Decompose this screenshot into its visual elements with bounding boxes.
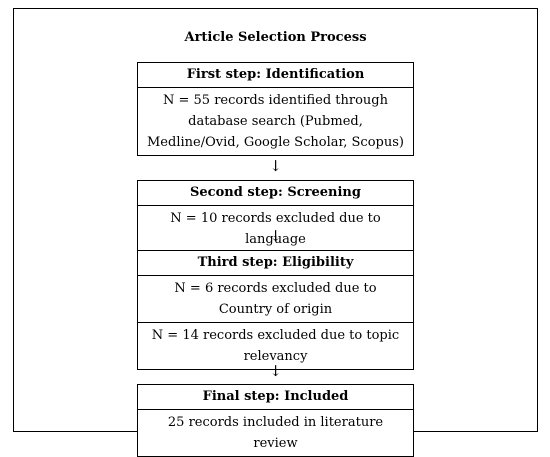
- step-identification-heading: First step: Identification: [138, 63, 413, 88]
- step-identification-text: N = 55 records identified through databa…: [147, 93, 404, 150]
- step-included-heading: Final step: Included: [138, 385, 413, 410]
- down-arrow-icon: ↓: [269, 362, 282, 380]
- down-arrow-icon: ↓: [269, 227, 282, 245]
- step-eligibility-heading: Third step: Eligibility: [138, 251, 413, 276]
- step-eligibility-box: Third step: Eligibility N = 6 records ex…: [137, 250, 414, 370]
- step-identification-box: First step: Identification N = 55 record…: [137, 62, 414, 156]
- step-included-text: 25 records included in literature review: [167, 415, 384, 451]
- step-screening-heading: Second step: Screening: [138, 181, 413, 206]
- down-arrow-icon: ↓: [269, 157, 282, 175]
- step-eligibility-topic-text: N = 14 records excluded due to topic rel…: [138, 322, 413, 369]
- step-eligibility-country-text: N = 6 records excluded due to Country of…: [174, 281, 377, 317]
- step-screening-text: N = 10 records excluded due to language: [170, 211, 381, 247]
- diagram-title: Article Selection Process: [184, 30, 367, 45]
- step-included-box: Final step: Included 25 records included…: [137, 384, 414, 457]
